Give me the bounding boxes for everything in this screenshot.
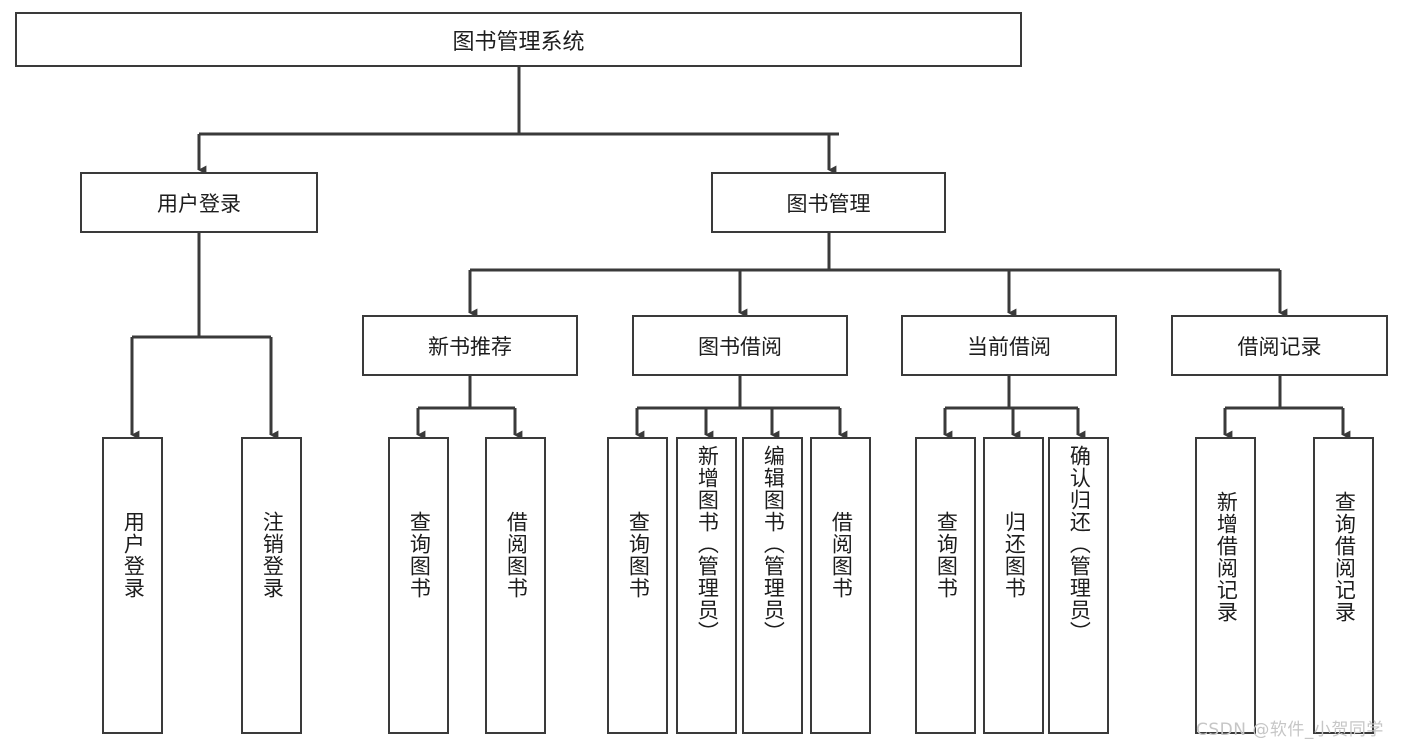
node-borrow-record[interactable]: 借阅记录 xyxy=(1171,315,1388,376)
leaf-confirm-return-admin[interactable]: 确认归还（管理员） xyxy=(1048,437,1109,734)
leaf-return-book[interactable]: 归还图书 xyxy=(983,437,1044,734)
node-label: 图书借阅 xyxy=(698,334,782,359)
watermark: CSDN @软件_小贺同学 xyxy=(1196,720,1384,740)
leaf-label: 用户登录 xyxy=(121,511,146,599)
leaf-borrow-book-recommend[interactable]: 借阅图书 xyxy=(485,437,546,734)
leaf-label: 确认归还（管理员） xyxy=(1067,445,1092,643)
leaf-label: 查询图书 xyxy=(407,511,432,599)
node-book-management[interactable]: 图书管理 xyxy=(711,172,946,233)
leaf-add-borrow-record[interactable]: 新增借阅记录 xyxy=(1195,437,1256,734)
leaf-edit-book-admin[interactable]: 编辑图书（管理员） xyxy=(742,437,803,734)
leaf-label: 借阅图书 xyxy=(504,511,529,599)
node-label: 新书推荐 xyxy=(428,334,512,359)
leaf-label: 注销登录 xyxy=(260,511,285,599)
node-root-system[interactable]: 图书管理系统 xyxy=(15,12,1022,67)
leaf-query-borrow-record[interactable]: 查询借阅记录 xyxy=(1313,437,1374,734)
leaf-label: 查询图书 xyxy=(626,511,651,599)
leaf-logout-login[interactable]: 注销登录 xyxy=(241,437,302,734)
leaf-label: 借阅图书 xyxy=(829,511,854,599)
leaf-label: 编辑图书（管理员） xyxy=(761,445,786,643)
leaf-add-book-admin[interactable]: 新增图书（管理员） xyxy=(676,437,737,734)
node-label: 图书管理 xyxy=(786,191,871,216)
node-label: 图书管理系统 xyxy=(452,29,585,55)
leaf-label: 新增借阅记录 xyxy=(1214,491,1239,623)
node-label: 当前借阅 xyxy=(967,334,1051,359)
leaf-user-login[interactable]: 用户登录 xyxy=(102,437,163,734)
leaf-label: 查询图书 xyxy=(934,511,959,599)
node-label: 借阅记录 xyxy=(1237,334,1322,359)
node-book-borrow[interactable]: 图书借阅 xyxy=(632,315,848,376)
node-current-borrow[interactable]: 当前借阅 xyxy=(901,315,1117,376)
node-user-login[interactable]: 用户登录 xyxy=(80,172,318,233)
leaf-label: 归还图书 xyxy=(1002,511,1027,599)
leaf-label: 新增图书（管理员） xyxy=(695,445,720,643)
node-label: 用户登录 xyxy=(157,191,241,216)
leaf-query-book-recommend[interactable]: 查询图书 xyxy=(388,437,449,734)
leaf-query-book-borrow[interactable]: 查询图书 xyxy=(607,437,668,734)
node-new-book-recommend[interactable]: 新书推荐 xyxy=(362,315,578,376)
leaf-label: 查询借阅记录 xyxy=(1332,491,1357,623)
leaf-borrow-book[interactable]: 借阅图书 xyxy=(810,437,871,734)
leaf-query-book-current[interactable]: 查询图书 xyxy=(915,437,976,734)
